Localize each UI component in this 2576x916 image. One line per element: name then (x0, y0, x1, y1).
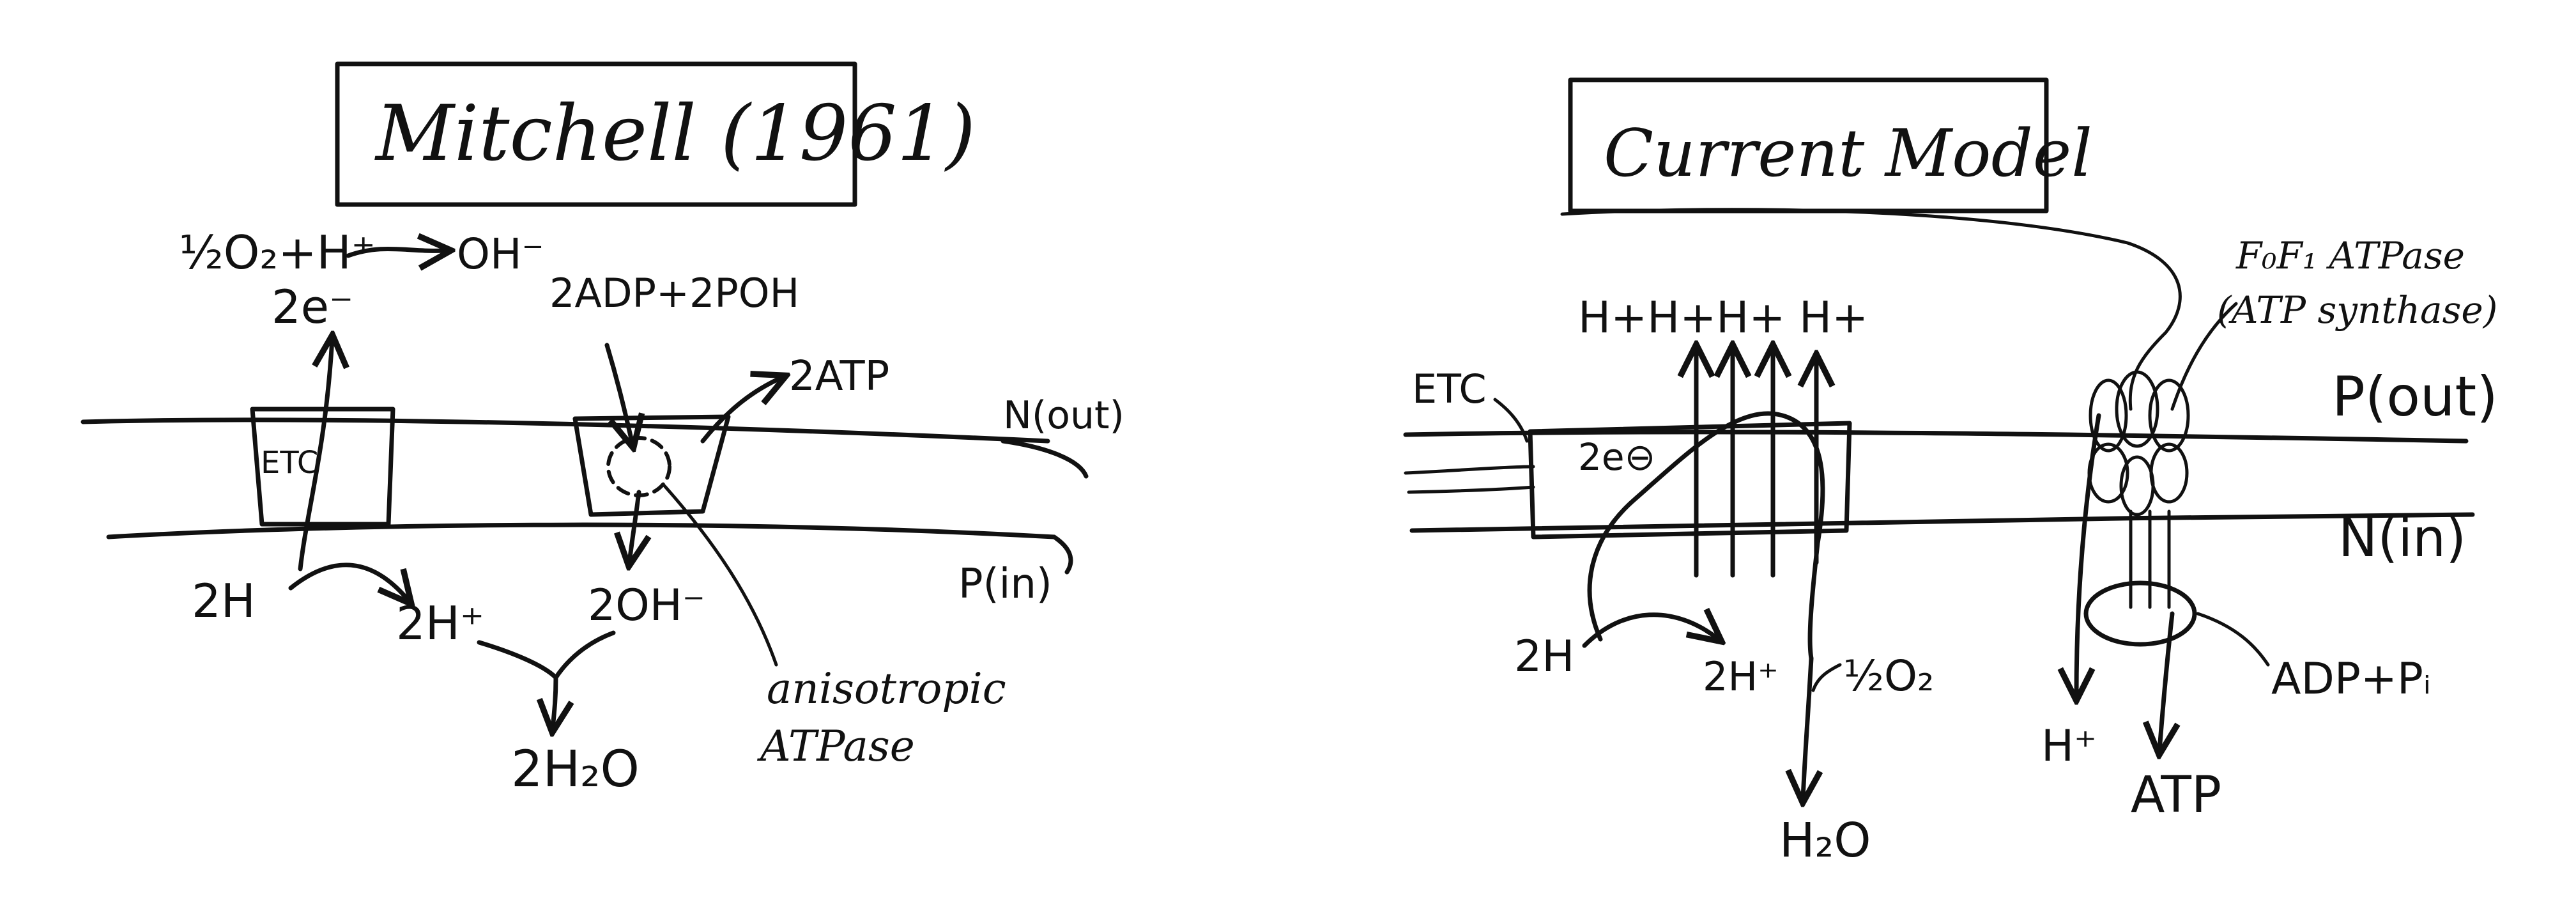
right-electrons: 2e⊖ (1578, 435, 1655, 479)
right-proton-return (2076, 413, 2101, 697)
left-water: 2H₂O (511, 741, 640, 798)
right-two-h: 2H (1514, 632, 1574, 682)
left-panel: Mitchell (1961) ETC ½O₂+H⁺ OH⁻ 2e⁻ 2ADP+… (80, 61, 1124, 798)
right-substrate-line (2196, 612, 2270, 667)
left-oh-product: OH⁻ (457, 229, 544, 279)
right-out-side: P(out) (2332, 365, 2498, 429)
left-atp-arrow (700, 377, 783, 444)
right-panel: Current Model ETC 2e⊖ H+H+H+ H+ 2H 2H⁺ ½… (1403, 77, 2498, 868)
right-oxygen: ½O₂ (1843, 651, 1934, 701)
right-atp-arrow (2159, 611, 2172, 751)
left-proton-curve (288, 563, 409, 601)
left-atpase-pore (606, 436, 671, 497)
left-etc-box (250, 407, 395, 527)
right-membrane-left-top (1404, 465, 1535, 475)
left-etc-label: ETC (261, 445, 318, 481)
atp-synthase (2083, 370, 2197, 647)
right-water: H₂O (1779, 813, 1871, 868)
left-two-oh: 2OH⁻ (588, 580, 705, 631)
right-membrane-left-bottom (1407, 485, 1535, 494)
left-two-h-plus: 2H⁺ (396, 596, 484, 650)
right-substrates: ADP+Pᵢ (2271, 654, 2431, 704)
left-membrane-bottom (106, 522, 1073, 575)
right-in-side: N(in) (2338, 508, 2466, 569)
right-membrane-bottom (1409, 512, 2475, 533)
left-oh-arrow (346, 249, 447, 256)
right-membrane-top (1403, 430, 2469, 444)
left-water-merge (477, 630, 616, 680)
right-etc-label: ETC (1412, 366, 1487, 412)
right-outer-curve (1560, 208, 2182, 411)
left-substrates: 2ADP+2POH (549, 270, 799, 316)
left-out-side: N(out) (1003, 393, 1124, 438)
left-title: Mitchell (1961) (374, 89, 976, 178)
left-atpase-box (572, 414, 731, 517)
left-title-box (335, 61, 857, 207)
right-oxygen-join (1811, 663, 1842, 692)
right-proton-curve (1582, 615, 1719, 648)
left-two-h: 2H (192, 574, 256, 628)
left-electron-arrow (298, 339, 332, 571)
left-in-side: P(in) (958, 561, 1052, 608)
left-substrate-arrow (604, 343, 632, 444)
right-protons: H+H+H+ H+ (1578, 293, 1868, 343)
left-oh-down-arrow (629, 490, 639, 563)
left-atpase-pointer (663, 484, 778, 667)
right-water-arrow (1803, 656, 1811, 799)
left-atp: 2ATP (789, 353, 889, 400)
left-atpase-line1: anisotropic (767, 664, 1006, 713)
right-synthase-line1: F₀F₁ ATPase (2235, 234, 2465, 277)
left-membrane-top (80, 417, 1050, 444)
right-atp: ATP (2131, 766, 2221, 824)
right-etc-box (1528, 421, 1852, 540)
left-membrane-top-end (1000, 439, 1089, 479)
right-title: Current Model (1604, 116, 2092, 192)
right-synthase-line2: (ATP synthase) (2217, 288, 2497, 332)
left-electrons: 2e⁻ (272, 280, 353, 334)
right-synthase-pointer (2170, 302, 2238, 411)
left-water-arrow (553, 675, 556, 729)
right-two-h-plus: 2H⁺ (1703, 653, 1779, 700)
left-atpase-line2: ATPase (756, 722, 915, 771)
right-proton-return-label: H⁺ (2041, 721, 2097, 772)
right-etc-pointer (1493, 398, 1529, 443)
left-oxygen-reaction: ½O₂+H⁺ (179, 226, 376, 279)
